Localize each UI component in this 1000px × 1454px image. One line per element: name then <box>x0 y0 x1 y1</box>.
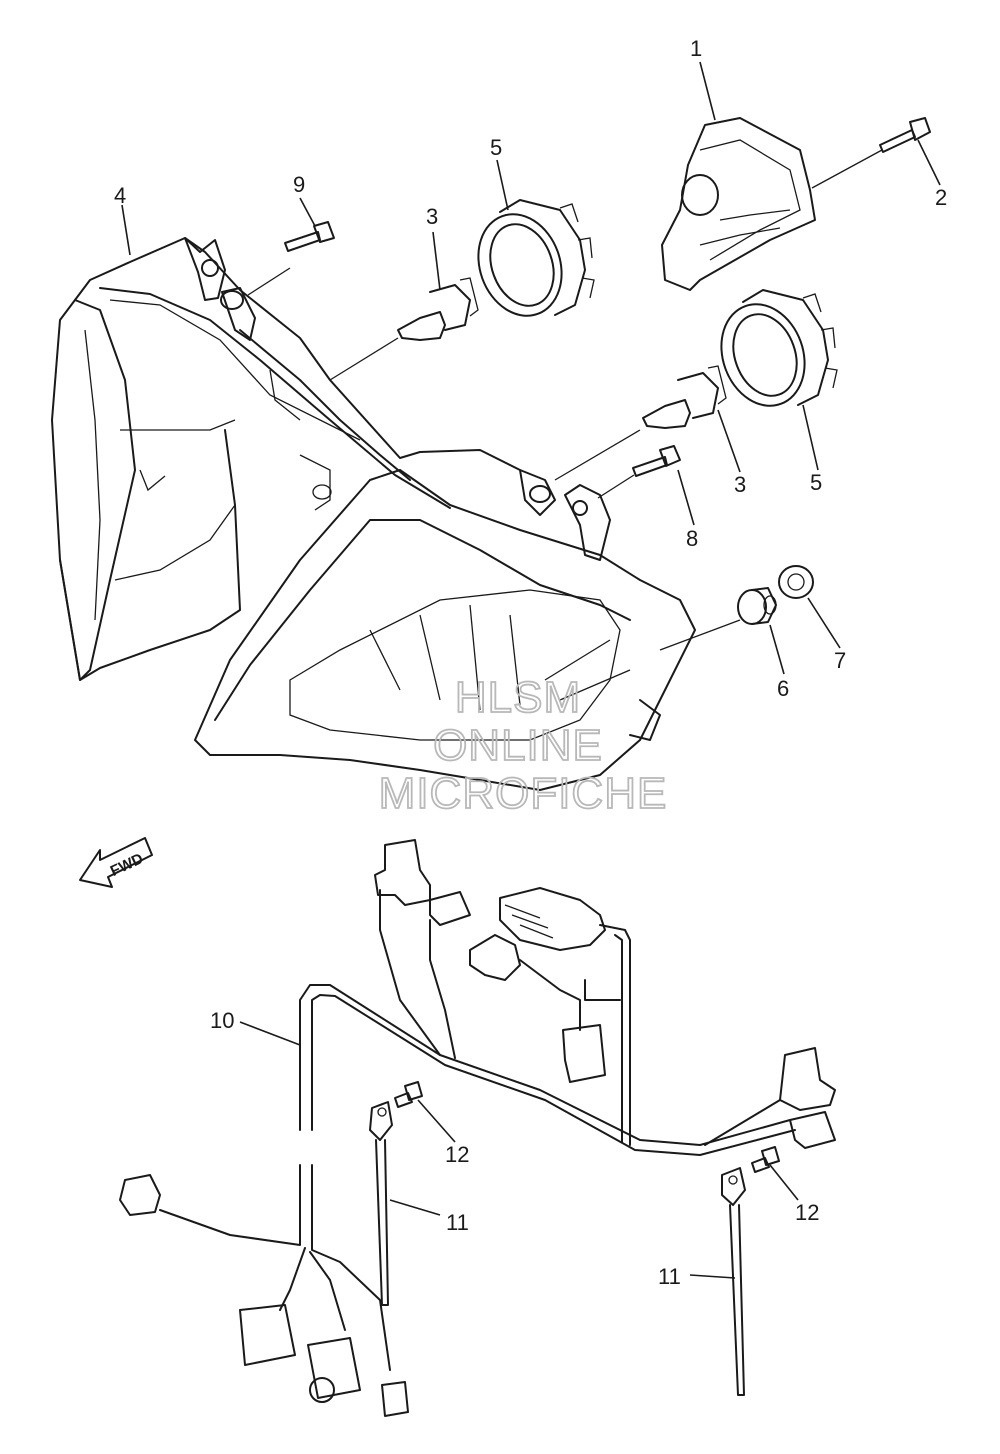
callout-labels: 1 2 3 3 4 5 5 6 7 8 9 10 11 11 12 12 <box>114 36 947 1289</box>
fwd-arrow: FWD <box>79 837 153 888</box>
band-clamp-left <box>369 1101 393 1306</box>
callout-3-upper: 3 <box>426 204 438 229</box>
screw-12-left <box>394 1081 423 1108</box>
watermark-line-1: HLSM <box>455 673 581 722</box>
headlight-assembly <box>51 237 696 791</box>
grommet-6 <box>737 587 777 625</box>
callout-6: 6 <box>777 676 789 701</box>
band-clamp-right <box>721 1167 746 1396</box>
alignment-lines <box>247 149 883 651</box>
lock-washer-7 <box>778 565 814 599</box>
bulb-lower <box>642 365 727 429</box>
screw-12-right <box>751 1146 780 1173</box>
headlight-cover <box>661 117 816 291</box>
fwd-label: FWD <box>108 850 146 880</box>
callout-5-upper: 5 <box>490 135 502 160</box>
wire-harness <box>119 839 836 1417</box>
watermark-line-2: ONLINE <box>433 721 603 770</box>
callout-11-left: 11 <box>446 1210 469 1235</box>
socket-ring-lower <box>720 289 838 407</box>
callout-3-lower: 3 <box>734 472 746 497</box>
watermark-line-3: MICROFICHE <box>379 769 668 818</box>
bolt-9 <box>284 221 335 252</box>
callout-9: 9 <box>293 172 305 197</box>
bulb-upper <box>397 277 479 341</box>
bolt-8 <box>632 445 681 477</box>
screw-2 <box>879 117 931 153</box>
leader-lines <box>121 61 941 1279</box>
callout-10: 10 <box>210 1008 234 1033</box>
callout-2: 2 <box>935 185 947 210</box>
callout-11-right: 11 <box>658 1264 681 1289</box>
socket-ring-upper <box>477 199 595 317</box>
callout-7: 7 <box>834 648 846 673</box>
callout-5-lower: 5 <box>810 470 822 495</box>
callout-12-right: 12 <box>795 1200 819 1225</box>
callout-1: 1 <box>690 36 702 61</box>
callout-4: 4 <box>114 183 126 208</box>
callout-8: 8 <box>686 526 698 551</box>
watermark: HLSM ONLINE MICROFICHE <box>378 672 668 819</box>
callout-12-left: 12 <box>445 1142 469 1167</box>
